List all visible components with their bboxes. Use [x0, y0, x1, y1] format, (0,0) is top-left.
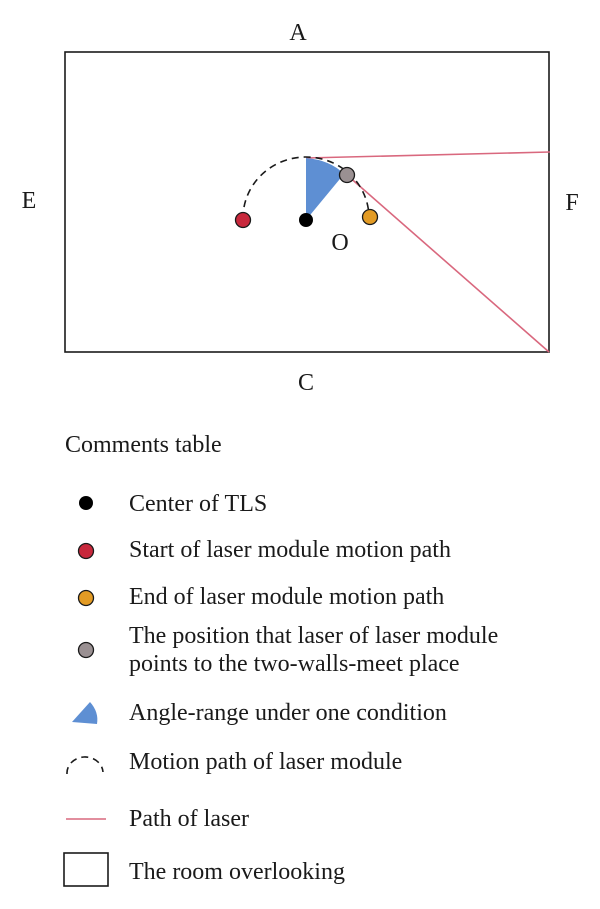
black-dot-icon: [79, 496, 93, 510]
label-o: O: [331, 230, 348, 256]
blue-sector-icon: [72, 702, 98, 724]
dashed-arc-icon: [66, 756, 104, 775]
legend-text-center: Center of TLS: [129, 491, 267, 517]
legend-text-motion-path: Motion path of laser module: [129, 749, 402, 775]
legend-text-position-line2: points to the two-walls-meet place: [129, 651, 460, 677]
orange-dot-icon: [77, 589, 95, 607]
rectangle-icon: [63, 852, 109, 887]
legend-text-end: End of laser module motion path: [129, 584, 444, 610]
red-dot-icon: [77, 542, 95, 560]
label-a: A: [289, 20, 307, 46]
start-point: [234, 211, 252, 229]
label-f: F: [565, 190, 578, 216]
end-point: [361, 208, 379, 226]
room-rectangle: [64, 51, 550, 353]
laser-path-lower: [346, 174, 550, 353]
laser-path-upper: [305, 151, 551, 159]
center-point: [299, 213, 313, 227]
label-e: E: [22, 188, 37, 214]
angle-range-sector: [306, 158, 344, 220]
wall-meet-position-point: [338, 166, 356, 184]
legend-title: Comments table: [65, 432, 222, 458]
gray-dot-icon: [77, 641, 95, 659]
label-c: C: [298, 370, 314, 396]
legend-text-angle-range: Angle-range under one condition: [129, 700, 447, 726]
legend-text-laser-path: Path of laser: [129, 806, 249, 832]
legend-text-room: The room overlooking: [129, 859, 345, 885]
legend-text-position-line1: The position that laser of laser module: [129, 623, 498, 649]
motion-path-arc: [242, 156, 370, 220]
legend-text-start: Start of laser module motion path: [129, 537, 451, 563]
